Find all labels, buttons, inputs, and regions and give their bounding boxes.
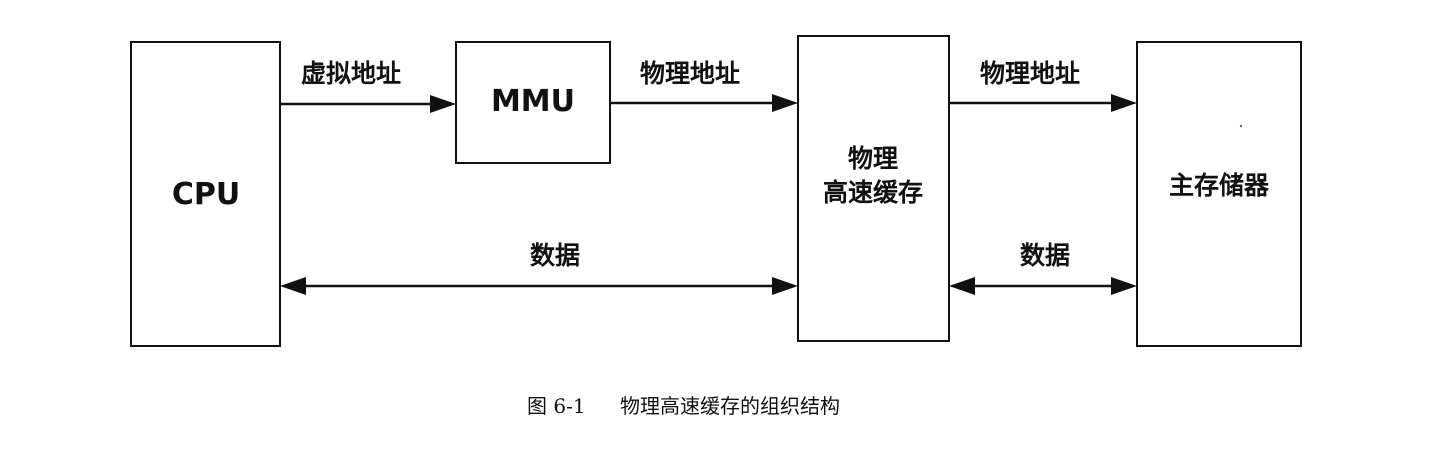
arrowhead-right-memory bbox=[1111, 94, 1137, 112]
physical-address-label-2: 物理地址 bbox=[980, 59, 1080, 88]
main-memory-box bbox=[1136, 41, 1302, 347]
arrowhead-left-cache-data bbox=[949, 277, 975, 295]
cpu-box bbox=[130, 41, 281, 347]
arrowhead-right-cache-data bbox=[772, 277, 798, 295]
physical-address-label-1: 物理地址 bbox=[640, 59, 740, 88]
cache-label-line1: 物理 bbox=[848, 144, 898, 173]
small-mark bbox=[1239, 124, 1243, 128]
figure-caption: 物理高速缓存的组织结构 bbox=[620, 394, 840, 418]
arrowhead-right-mmu bbox=[430, 95, 456, 113]
arrowhead-left-cpu bbox=[280, 277, 306, 295]
arrowhead-right-cache bbox=[772, 94, 798, 112]
main-memory-label: 主存储器 bbox=[1169, 171, 1270, 200]
data-label-left: 数据 bbox=[530, 241, 580, 270]
figure-number: 图 6-1 bbox=[527, 394, 586, 418]
cpu-label: CPU bbox=[172, 177, 240, 212]
mmu-label: MMU bbox=[491, 84, 575, 119]
physical-cache-box bbox=[797, 35, 950, 342]
cache-label-line2: 高速缓存 bbox=[823, 178, 923, 207]
data-label-right: 数据 bbox=[1020, 241, 1070, 270]
arrowhead-right-memory-data bbox=[1111, 277, 1137, 295]
virtual-address-label: 虚拟地址 bbox=[301, 59, 401, 88]
mmu-box bbox=[455, 41, 611, 164]
